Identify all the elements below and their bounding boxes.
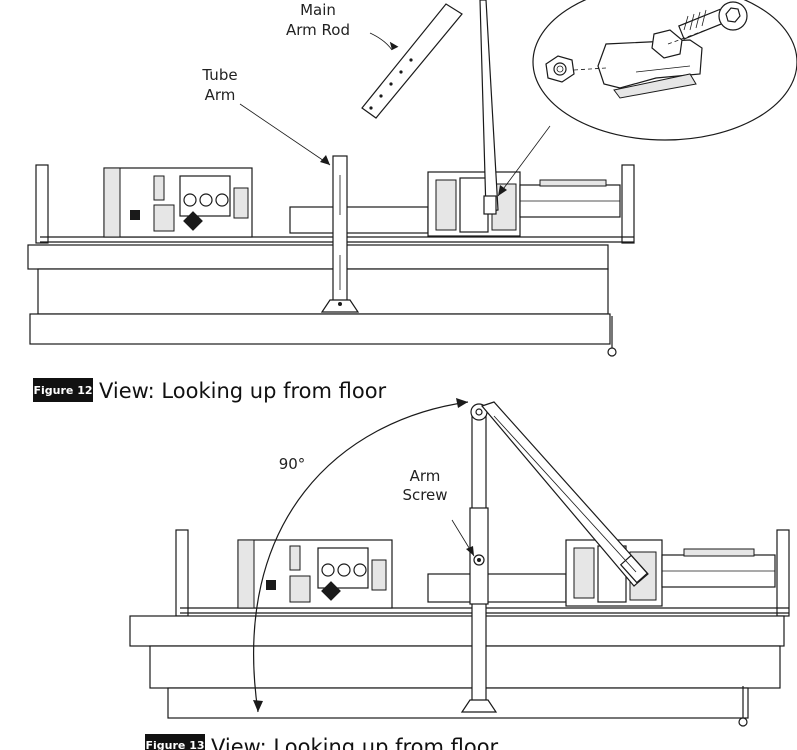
figure-13-caption: Figure 13 View: Looking up from floor bbox=[145, 734, 499, 750]
drive-arm-top bbox=[479, 0, 499, 215]
figure-12-caption: Figure 12 View: Looking up from floor bbox=[33, 378, 387, 403]
tube-arm-bottom bbox=[460, 403, 498, 713]
label-tube-arm-line1: Tube bbox=[201, 66, 237, 84]
main-arm-rod-bottom bbox=[480, 401, 649, 587]
figure-13-badge bbox=[145, 734, 205, 750]
label-tube-arm-line2: Arm bbox=[205, 86, 236, 104]
arm-screw-leader bbox=[451, 519, 475, 557]
tube-arm-top bbox=[320, 155, 360, 313]
figure-12-caption-text: View: Looking up from floor bbox=[99, 379, 387, 403]
hex-nut-detail bbox=[545, 55, 575, 83]
angle-arc bbox=[253, 398, 469, 713]
track-top bbox=[289, 206, 429, 234]
figure-12-badge bbox=[33, 378, 93, 402]
motor-assembly-top bbox=[427, 171, 621, 237]
label-angle-90: 90° bbox=[279, 455, 306, 473]
figure-13-caption-text: View: Looking up from floor bbox=[211, 735, 499, 750]
detail-bubble bbox=[532, 0, 797, 141]
figure-13-illustration bbox=[129, 398, 790, 727]
control-board-bottom bbox=[237, 539, 393, 609]
track-bottom bbox=[427, 573, 567, 603]
motor-assembly-bottom bbox=[565, 539, 776, 607]
figure-12-illustration bbox=[27, 0, 797, 357]
valance-top bbox=[27, 244, 617, 357]
label-main-arm-rod-line2: Arm Rod bbox=[286, 21, 350, 39]
main-arm-rod-top bbox=[361, 3, 463, 119]
control-board-top bbox=[103, 167, 253, 238]
label-main-arm-rod-line1: Main bbox=[300, 1, 336, 19]
label-arm-screw-line1: Arm bbox=[410, 467, 441, 485]
figure-12-badge-text: Figure 12 bbox=[33, 384, 92, 397]
figure-13-badge-text: Figure 13 bbox=[145, 739, 204, 750]
leaders-top bbox=[239, 32, 551, 197]
label-arm-screw-line2: Screw bbox=[402, 486, 447, 504]
valance-bottom bbox=[129, 615, 785, 727]
